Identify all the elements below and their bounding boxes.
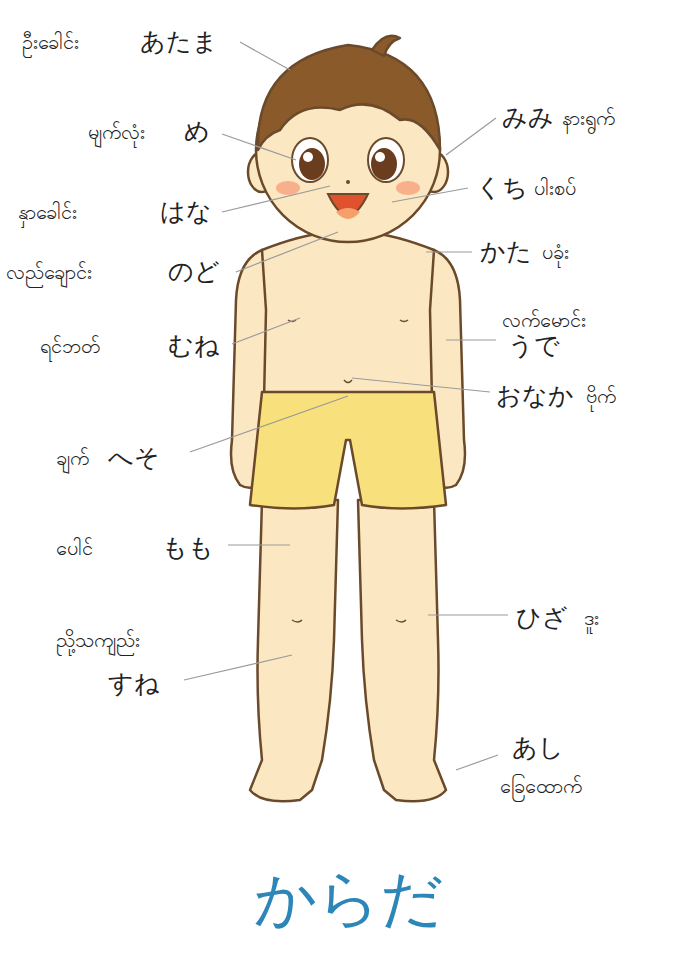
part-label: うで [508,331,560,361]
part-label: ဗိုက် [586,384,616,408]
part-label: はな [160,197,212,227]
part-label: くち [476,173,528,203]
part-label: むね [168,331,220,361]
part-label: ချက် [56,446,89,470]
part-label: ပေါင် [56,536,93,560]
part-label: ညို့သကျည်း [56,628,140,652]
part-label: ရင်ဘတ် [40,334,100,358]
part-label: のど [168,257,220,287]
part-label: ပခုံး [542,240,569,264]
part-label: かた [480,237,532,267]
part-label: もも [162,533,214,563]
part-label: おなか [496,381,574,411]
part-label: နှာခေါင်း [18,200,77,224]
part-label: နားရွက် [562,106,615,130]
part-label: ဦးခေါင်း [22,30,79,54]
part-label: あたま [140,27,218,57]
part-label: မျက်လုံး [88,120,145,144]
part-label: すね [108,669,160,699]
part-label: ဒူး [584,606,599,630]
diagram-title: からだ [0,862,696,936]
part-label: ခြေထောက် [500,774,582,798]
part-label: လည်ချောင်း [6,260,92,284]
part-label: ひざ [516,603,568,633]
part-label: ပါးစပ် [534,176,576,200]
part-label: へそ [108,443,160,473]
part-label: あし [512,733,564,763]
part-label: め [184,117,210,147]
part-label: みみ [502,103,554,133]
part-label: လက်မောင်း [502,308,586,332]
